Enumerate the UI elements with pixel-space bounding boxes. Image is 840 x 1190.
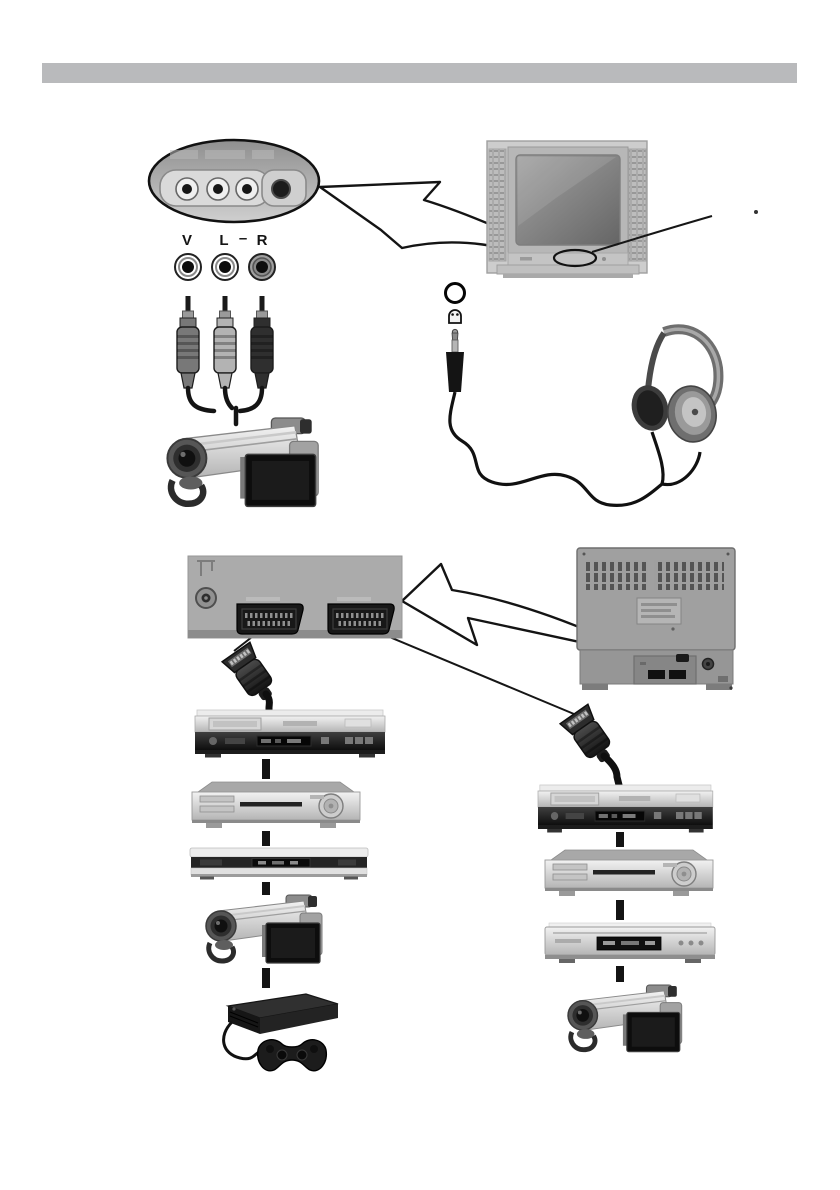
tv-speaker-grille-right bbox=[628, 148, 647, 262]
tv-speaker-grille-left bbox=[488, 148, 507, 262]
dvd-recorder-illustration bbox=[544, 922, 716, 964]
vent-slots-right bbox=[654, 560, 724, 590]
scart-plug-right bbox=[559, 703, 623, 789]
vent-slots-left bbox=[586, 560, 648, 590]
tv-front-illustration bbox=[486, 140, 648, 278]
tv-rear-illustration bbox=[576, 547, 736, 690]
camcorder-front-illustration bbox=[167, 418, 318, 506]
faint-panel-labels bbox=[170, 150, 274, 159]
rca-plug-audio-left bbox=[213, 295, 237, 389]
jack-label-r: R bbox=[257, 232, 268, 249]
camcorder-left-chain bbox=[206, 895, 322, 963]
game-console-illustration bbox=[222, 992, 340, 1073]
rca-plug-audio-right bbox=[250, 295, 274, 389]
rca-jack-audio-right bbox=[248, 253, 276, 281]
headphones-illustration bbox=[631, 324, 724, 443]
mini-plug-icon bbox=[448, 309, 462, 324]
rca-cable-wires bbox=[185, 385, 265, 427]
dvd-player-right bbox=[544, 849, 714, 897]
front-panel-headphone-jack bbox=[271, 179, 291, 199]
vcr-left bbox=[194, 709, 386, 758]
scart-plug-left bbox=[221, 641, 283, 717]
pointer-line-front bbox=[591, 215, 713, 253]
rca-av-cable bbox=[176, 295, 274, 427]
antenna-icon bbox=[197, 560, 215, 576]
rca-jack-audio-left bbox=[211, 253, 239, 281]
headphone-plug-illustration bbox=[446, 328, 464, 392]
scart-socket-2 bbox=[327, 603, 395, 635]
antenna-socket bbox=[195, 587, 217, 609]
jack-label-dash: – bbox=[239, 230, 247, 247]
scart-socket-1 bbox=[236, 603, 304, 635]
tv-rear-connector-panel bbox=[633, 654, 715, 685]
front-av-panel-closeup bbox=[147, 138, 321, 224]
rca-plug-video bbox=[176, 295, 200, 389]
jack-label-v: V bbox=[182, 232, 192, 249]
headphone-jack-symbol bbox=[444, 282, 466, 304]
scart2-lead-line bbox=[379, 632, 575, 715]
reference-dot bbox=[754, 210, 758, 214]
jack-label-l: L bbox=[219, 232, 228, 249]
scart1-lead-line bbox=[233, 636, 253, 652]
dvd-player-left bbox=[191, 781, 361, 829]
vcr-right bbox=[537, 784, 714, 833]
camcorder-right-chain bbox=[568, 985, 682, 1052]
front-panel-rca-jacks bbox=[175, 177, 259, 201]
headphone-cord bbox=[448, 391, 702, 507]
rear-scart-panel-closeup bbox=[187, 555, 403, 639]
dvd-player-slim bbox=[189, 847, 369, 880]
jack-labels: V L – R bbox=[182, 230, 268, 249]
header-bar bbox=[42, 63, 797, 83]
rca-jack-video bbox=[174, 253, 202, 281]
tv-screen bbox=[515, 154, 621, 246]
front-panel-highlight-oval bbox=[552, 248, 598, 268]
